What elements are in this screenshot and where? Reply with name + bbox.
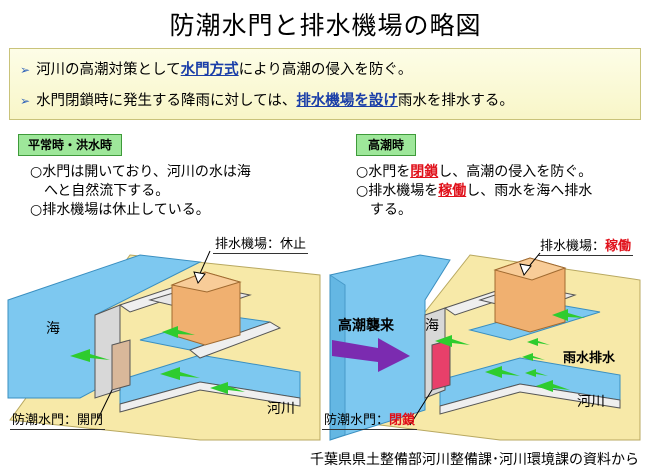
bullet-2-emphasis: 排水機場を設け <box>296 93 398 109</box>
callout-arrow <box>519 263 532 277</box>
normal-diagram: 海 河川 <box>7 250 321 441</box>
tide-description: ○水門を閉鎖し、高潮の侵入を防ぐ。 ○排水機場を稼働し、雨水を海へ排水 する。 <box>356 163 592 220</box>
tide-desc-line-2: ○排水機場を稼働し、雨水を海へ排水 <box>356 183 593 199</box>
normal-description: ○水門は開いており、河川の水は海 へと自然流下する。 ○排水機場は休止している。 <box>30 163 251 220</box>
tide-gate <box>111 339 131 391</box>
callout-line <box>94 389 113 426</box>
pump-building-roof <box>493 257 567 281</box>
surge-arrow-icon <box>332 338 410 372</box>
surge-label: 高潮襲来 <box>338 317 395 334</box>
normal-pump-callout: 排水機場：休止 <box>213 237 309 254</box>
tide-operate-emphasis: 稼働 <box>438 183 467 199</box>
river-label: 河川 <box>267 401 295 417</box>
rain-drain-label: 雨水排水 <box>563 350 616 366</box>
normal-gate-callout: 防潮水門：開門 <box>10 413 106 430</box>
bullet-1-text-before: 河川の高潮対策として <box>36 62 181 78</box>
tide-gate-callout: 防潮水門：閉鎖 <box>322 413 418 430</box>
tide-close-emphasis: 閉鎖 <box>410 164 439 180</box>
flow-arrow <box>70 349 110 362</box>
flow-arrow <box>552 309 585 321</box>
flow-arrow <box>210 382 245 394</box>
summary-box: ➢ 河川の高潮対策として水門方式により高潮の侵入を防ぐ。 ➢ 水門閉鎖時に発生する降… <box>9 48 641 120</box>
flow-arrow <box>435 335 470 347</box>
tide-desc-line-1: ○水門を閉鎖し、高潮の侵入を防ぐ。 <box>356 164 593 180</box>
callout-arrow <box>193 271 206 285</box>
page-title: 防潮水門と排水機場の略図 <box>169 11 482 40</box>
normal-desc-line-3: ○排水機場は休止している。 <box>30 202 210 218</box>
bullet-2-text-after: 雨水を排水する。 <box>397 93 514 109</box>
wall <box>439 383 621 415</box>
flow-arrow <box>485 366 520 378</box>
flow-arrow <box>522 353 545 361</box>
flow-arrow <box>525 369 548 377</box>
normal-pump-state: 休止 <box>280 237 307 252</box>
bullet-1: ➢ 河川の高潮対策として水門方式により高潮の侵入を防ぐ。 <box>20 55 412 85</box>
sea-front <box>329 274 346 441</box>
flow-arrow <box>536 380 570 392</box>
bullet-1-text-after: により高潮の侵入を防ぐ。 <box>238 62 413 78</box>
pump-building-roof <box>170 271 242 293</box>
sea-label: 海 <box>46 321 60 337</box>
arrow-bullet-icon: ➢ <box>20 63 31 77</box>
tide-diagram: 海 高潮襲来 雨水排水 河川 <box>329 252 641 441</box>
arrow-bullet-icon: ➢ <box>20 94 31 108</box>
bullet-2-text-before: 水門閉鎖時に発生する降雨に対しては、 <box>36 93 297 109</box>
tide-pump-state: 稼働 <box>605 239 632 254</box>
normal-desc-line-2: へと自然流下する。 <box>30 183 170 199</box>
callout-line <box>409 389 433 426</box>
normal-state-label: 平常時・洪水時 <box>18 134 122 156</box>
wall <box>188 321 282 359</box>
flow-arrow <box>160 367 200 380</box>
tide-pump-callout: 排水機場：稼働 <box>538 239 634 256</box>
normal-gate-state: 開門 <box>77 413 104 428</box>
tide-state-label: 高潮時 <box>356 134 416 156</box>
bullet-1-emphasis: 水門方式 <box>180 62 239 78</box>
flow-arrow <box>527 338 550 346</box>
tide-desc-line-3: する。 <box>356 202 412 218</box>
bullet-2: ➢ 水門閉鎖時に発生する降雨に対しては、排水機場を設け雨水を排水する。 <box>20 86 514 116</box>
flow-arrow <box>162 326 195 338</box>
river-label: 河川 <box>577 394 605 410</box>
tide-gate <box>431 339 451 391</box>
normal-desc-line-1: ○水門は開いており、河川の水は海 <box>30 164 251 180</box>
source-credit: 千葉県県土整備部河川整備課･河川環境課の資料から <box>310 452 639 468</box>
sea-label: 海 <box>425 318 439 334</box>
tide-gate-state: 閉鎖 <box>389 413 416 428</box>
